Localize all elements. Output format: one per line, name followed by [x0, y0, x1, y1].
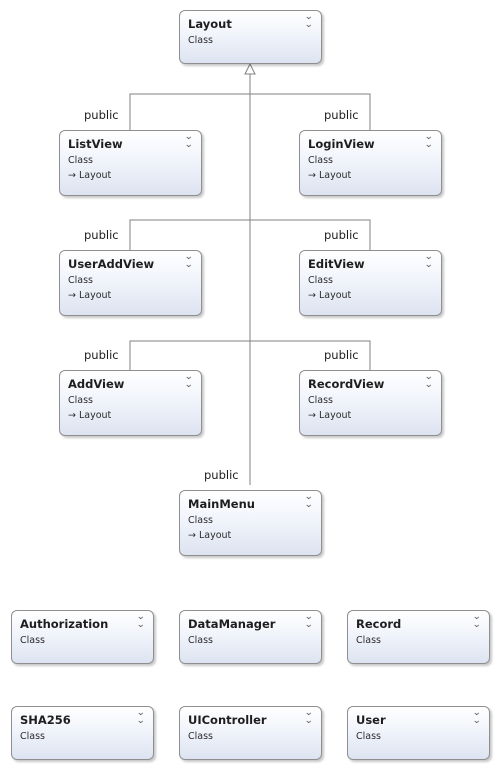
connector-addview	[129, 340, 250, 370]
class-name: Layout	[188, 17, 232, 31]
class-kind: Class	[68, 155, 93, 166]
class-kind: Class	[188, 635, 213, 646]
class-name: RecordView	[308, 377, 385, 391]
class-shape-recordview[interactable]: RecordView Class →Layout ⌄⌄	[299, 370, 442, 436]
base-type: →Layout	[308, 170, 351, 181]
class-shape-editview[interactable]: EditView Class →Layout ⌄⌄	[299, 250, 442, 316]
class-kind: Class	[20, 635, 45, 646]
class-name: Record	[356, 617, 402, 631]
double-chevron-down-icon[interactable]: ⌄⌄	[424, 132, 434, 150]
double-chevron-down-icon[interactable]: ⌄⌄	[136, 612, 146, 630]
base-type-name: Layout	[78, 290, 112, 301]
double-chevron-down-icon[interactable]: ⌄⌄	[184, 252, 194, 270]
double-chevron-down-icon[interactable]: ⌄⌄	[184, 372, 194, 390]
class-shape-mainmenu[interactable]: MainMenu Class →Layout ⌄⌄	[179, 490, 322, 556]
double-chevron-down-icon[interactable]: ⌄⌄	[304, 708, 314, 726]
double-chevron-down-icon[interactable]: ⌄⌄	[472, 612, 482, 630]
class-kind: Class	[188, 731, 213, 742]
connector-listview	[129, 93, 250, 130]
base-type: →Layout	[68, 290, 111, 301]
class-name: User	[356, 713, 386, 727]
inheritance-label-addview: public	[84, 348, 119, 362]
class-kind: Class	[68, 275, 93, 286]
class-shape-addview[interactable]: AddView Class →Layout ⌄⌄	[59, 370, 202, 436]
base-type: →Layout	[68, 170, 111, 181]
class-shape-authorization[interactable]: Authorization Class ⌄⌄	[11, 610, 154, 664]
base-type-name: Layout	[318, 410, 352, 421]
inherits-arrow-icon: →	[68, 290, 76, 301]
class-kind: Class	[68, 395, 93, 406]
class-name: LoginView	[308, 137, 375, 151]
class-name: ListView	[68, 137, 123, 151]
inherits-arrow-icon: →	[68, 410, 76, 421]
class-kind: Class	[356, 635, 381, 646]
connector-loginview	[250, 93, 371, 130]
base-type-name: Layout	[318, 170, 352, 181]
double-chevron-down-icon[interactable]: ⌄⌄	[304, 12, 314, 30]
double-chevron-down-icon[interactable]: ⌄⌄	[184, 132, 194, 150]
class-shape-datamanager[interactable]: DataManager Class ⌄⌄	[179, 610, 322, 664]
class-shape-useraddview[interactable]: UserAddView Class →Layout ⌄⌄	[59, 250, 202, 316]
inheritance-label-useraddview: public	[84, 228, 119, 242]
base-type-name: Layout	[318, 290, 352, 301]
inheritance-label-listview: public	[84, 108, 119, 122]
base-type: →Layout	[308, 410, 351, 421]
double-chevron-down-icon[interactable]: ⌄⌄	[304, 492, 314, 510]
inherits-arrow-icon: →	[308, 290, 316, 301]
inherits-arrow-icon: →	[308, 410, 316, 421]
base-type-name: Layout	[198, 530, 232, 541]
class-name: UserAddView	[68, 257, 155, 271]
class-name: MainMenu	[188, 497, 255, 511]
double-chevron-down-icon[interactable]: ⌄⌄	[472, 708, 482, 726]
class-name: EditView	[308, 257, 365, 271]
inheritance-label-loginview: public	[324, 108, 359, 122]
class-name: UIController	[188, 713, 267, 727]
connector-useraddview	[129, 219, 250, 250]
base-type-name: Layout	[78, 170, 112, 181]
class-kind: Class	[20, 731, 45, 742]
class-kind: Class	[308, 275, 333, 286]
class-shape-loginview[interactable]: LoginView Class →Layout ⌄⌄	[299, 130, 442, 196]
class-kind: Class	[308, 155, 333, 166]
class-name: SHA256	[20, 713, 71, 727]
class-shape-layout[interactable]: Layout Class ⌄⌄	[179, 10, 322, 64]
double-chevron-down-icon[interactable]: ⌄⌄	[136, 708, 146, 726]
base-type: →Layout	[308, 290, 351, 301]
class-shape-user[interactable]: User Class ⌄⌄	[347, 706, 490, 760]
class-kind: Class	[308, 395, 333, 406]
double-chevron-down-icon[interactable]: ⌄⌄	[424, 252, 434, 270]
class-kind: Class	[188, 515, 213, 526]
connector-editview	[250, 219, 371, 250]
base-type: →Layout	[68, 410, 111, 421]
base-type: →Layout	[188, 530, 231, 541]
class-name: Authorization	[20, 617, 109, 631]
class-shape-uicontroller[interactable]: UIController Class ⌄⌄	[179, 706, 322, 760]
double-chevron-down-icon[interactable]: ⌄⌄	[304, 612, 314, 630]
inherits-arrow-icon: →	[188, 530, 196, 541]
inheritance-label-mainmenu: public	[204, 468, 239, 482]
class-kind: Class	[188, 35, 213, 46]
inherits-arrow-icon: →	[68, 170, 76, 181]
class-shape-listview[interactable]: ListView Class →Layout ⌄⌄	[59, 130, 202, 196]
inheritance-label-editview: public	[324, 228, 359, 242]
class-shape-record[interactable]: Record Class ⌄⌄	[347, 610, 490, 664]
class-kind: Class	[356, 731, 381, 742]
inheritance-arrowhead	[244, 62, 256, 75]
class-name: DataManager	[188, 617, 276, 631]
base-type-name: Layout	[78, 410, 112, 421]
connector-recordview	[250, 340, 371, 370]
inheritance-label-recordview: public	[324, 348, 359, 362]
double-chevron-down-icon[interactable]: ⌄⌄	[424, 372, 434, 390]
inherits-arrow-icon: →	[308, 170, 316, 181]
class-name: AddView	[68, 377, 125, 391]
class-shape-sha256[interactable]: SHA256 Class ⌄⌄	[11, 706, 154, 760]
